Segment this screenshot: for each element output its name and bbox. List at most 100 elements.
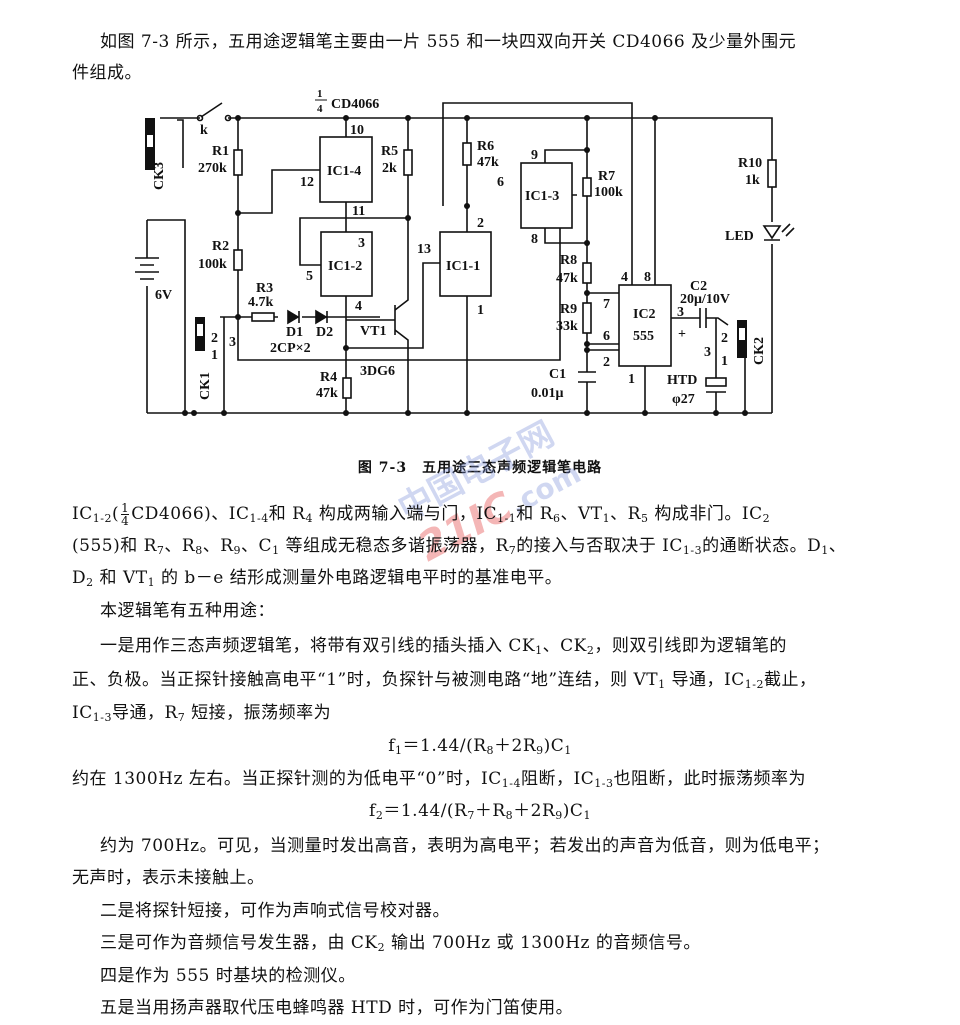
text-line: 件组成。 bbox=[72, 63, 142, 83]
ic2-type: 555 bbox=[633, 329, 654, 344]
ic-boxes bbox=[319, 136, 672, 367]
text-line: 无声时，表示未接触上。 bbox=[72, 868, 265, 888]
pin-label: 7 bbox=[603, 297, 610, 312]
text-segment: 、R bbox=[202, 536, 234, 556]
text-segment: CD4066)、IC bbox=[131, 504, 250, 524]
battery-label: 6V bbox=[155, 288, 172, 303]
subscript: 2 bbox=[762, 512, 771, 525]
r4-value: 47k bbox=[316, 386, 338, 401]
text-line: IC1-3导通，R7 短接，振荡频率为 bbox=[72, 703, 331, 723]
r7-value: 100k bbox=[594, 185, 623, 200]
diodes-type: 2CP×2 bbox=[270, 341, 311, 356]
labels: 1 4 CD4066 k CK3 CK1 CK2 6V R1 270k R2 1… bbox=[152, 88, 767, 407]
text-segment: 的 b－e 结形成测量外电路逻辑电平时的基准电平。 bbox=[155, 568, 563, 588]
r4-label: R4 bbox=[320, 370, 337, 385]
subscript: 1-3 bbox=[682, 544, 703, 557]
subscript: 4 bbox=[305, 512, 313, 525]
ic1-1-label: IC1-1 bbox=[446, 259, 480, 274]
diodes bbox=[287, 223, 795, 325]
pin-label: 1 bbox=[211, 348, 218, 363]
subscript: 1 bbox=[272, 544, 280, 557]
text-segment: 导通，R bbox=[111, 703, 178, 723]
subscript: 2 bbox=[375, 809, 384, 822]
transistor-vt1 bbox=[346, 305, 396, 335]
subscript: 1 bbox=[602, 512, 611, 525]
r3-label: R3 bbox=[256, 281, 273, 296]
pin-label: 9 bbox=[531, 148, 538, 163]
text-segment: )C bbox=[543, 736, 565, 756]
subscript: 1 bbox=[583, 809, 591, 822]
text-segment: f bbox=[388, 736, 395, 756]
resistors bbox=[233, 142, 777, 399]
text-line: 二是将探针短接，可作为声响式信号校对器。 bbox=[100, 901, 450, 921]
pin-label: 3 bbox=[358, 236, 365, 251]
text-line: 约为 700Hz。可见，当测量时发出高音，表明为高电平；若发出的声音为低音，则为… bbox=[100, 836, 830, 856]
text-segment: 四是作为 555 时基块的检测仪。 bbox=[100, 966, 356, 986]
r5-label: R5 bbox=[381, 144, 398, 159]
ic2-label: IC2 bbox=[633, 307, 656, 322]
text-segment: 和 R bbox=[268, 504, 306, 524]
text-segment: 五是当用扬声器取代压电蜂鸣器 HTD 时，可作为门笛使用。 bbox=[100, 998, 574, 1018]
subscript: 8 bbox=[195, 544, 203, 557]
text-line: 正、负极。当正探针接触高电平“1”时，负探针与被测电路“地”连结，则 VT1 导… bbox=[72, 670, 816, 690]
pin-label: 6 bbox=[497, 175, 504, 190]
text-segment: IC bbox=[72, 504, 93, 524]
junction-dots bbox=[182, 115, 748, 416]
c1-value: 0.01μ bbox=[531, 386, 564, 401]
text-segment: 也阻断，此时振荡频率为 bbox=[613, 769, 806, 789]
text-line: f1＝1.44/(R8＋2R9)C1 bbox=[0, 736, 960, 756]
text-line: (555)和 R7、R8、R9、C1 等组成无稳态多谐振荡器，R7的接入与否取决… bbox=[72, 536, 846, 556]
c1-label: C1 bbox=[549, 367, 566, 382]
text-segment: 件组成。 bbox=[72, 63, 142, 83]
switch-label: k bbox=[200, 123, 208, 138]
subscript: 1 bbox=[395, 744, 403, 757]
subscript: 2 bbox=[377, 941, 386, 954]
subscript: 1-4 bbox=[249, 512, 269, 525]
text-segment: 、VT bbox=[560, 504, 603, 524]
wires bbox=[146, 102, 773, 414]
text-segment: (555)和 R bbox=[72, 536, 157, 556]
pin-label: 8 bbox=[531, 232, 538, 247]
d1-label: D1 bbox=[286, 325, 303, 340]
vt1-label: VT1 bbox=[360, 324, 386, 339]
ck3-label: CK3 bbox=[152, 162, 167, 190]
text-segment: 等组成无稳态多谐振荡器，R bbox=[279, 536, 509, 556]
switch-k bbox=[196, 102, 232, 122]
text-line: D2 和 VT1 的 b－e 结形成测量外电路逻辑电平时的基准电平。 bbox=[72, 568, 562, 588]
pin-label: 8 bbox=[644, 270, 651, 285]
text-segment: 三是可作为音频信号发生器，由 CK bbox=[100, 933, 378, 953]
c2-value: 20μ/10V bbox=[680, 292, 730, 307]
text-segment: D bbox=[72, 568, 87, 588]
text-line: f2＝1.44/(R7＋R8＋2R9)C1 bbox=[0, 801, 960, 821]
subscript: 9 bbox=[536, 744, 544, 757]
r6-label: R6 bbox=[477, 139, 494, 154]
text-segment: f bbox=[369, 801, 376, 821]
subscript: 1-3 bbox=[594, 777, 614, 790]
circuit-diagram: 1 4 CD4066 k CK3 CK1 CK2 6V R1 270k R2 1… bbox=[135, 88, 795, 416]
pin-label: 12 bbox=[300, 175, 314, 190]
r1-value: 270k bbox=[198, 161, 227, 176]
cd4066-label: CD4066 bbox=[331, 97, 379, 112]
led-label: LED bbox=[725, 229, 754, 244]
ck1-label: CK1 bbox=[198, 372, 213, 400]
text-segment: 二是将探针短接，可作为声响式信号校对器。 bbox=[100, 901, 450, 921]
text-segment: 、R bbox=[610, 504, 641, 524]
figure-caption: 图 7-3 五用途三态声频逻辑笔电路 bbox=[357, 460, 603, 476]
pin-label: 2 bbox=[477, 216, 484, 231]
ck2-label: CK2 bbox=[752, 337, 767, 365]
text-segment: ＋2R bbox=[494, 736, 537, 756]
ic1-2-label: IC1-2 bbox=[328, 259, 362, 274]
pin-label: 2 bbox=[211, 331, 218, 346]
text-segment: 约为 700Hz。可见，当测量时发出高音，表明为高电平；若发出的声音为低音，则为… bbox=[100, 836, 830, 856]
subscript: 1-2 bbox=[744, 678, 764, 691]
r7-label: R7 bbox=[598, 169, 615, 184]
fraction-part: 4 bbox=[121, 514, 130, 528]
r2-value: 100k bbox=[198, 257, 227, 272]
pin-label: 4 bbox=[621, 270, 628, 285]
r6-value: 47k bbox=[477, 155, 499, 170]
text-segment: ＝1.44/(R bbox=[402, 736, 487, 756]
text-segment: ，则双引线即为逻辑笔的 bbox=[594, 636, 787, 656]
subscript: 8 bbox=[505, 809, 514, 822]
